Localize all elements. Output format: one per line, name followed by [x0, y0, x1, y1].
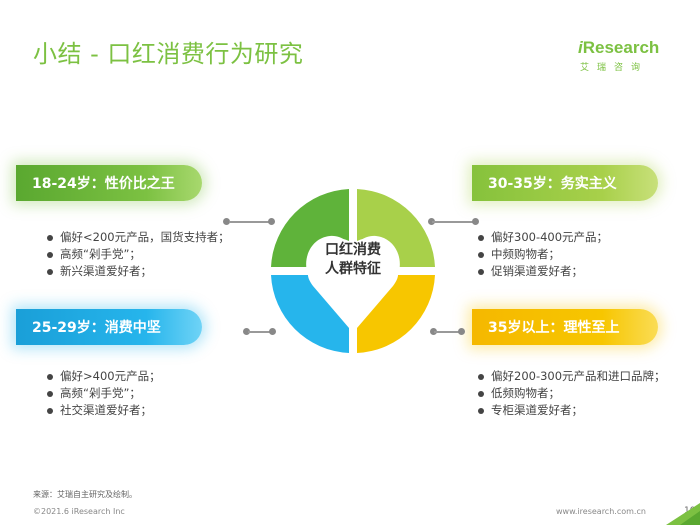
connector-dot	[472, 218, 479, 225]
segment-tag-18-24: 18-24岁：性价比之王	[16, 165, 202, 201]
segment-tag-30-35: 30-35岁：务实主义	[472, 165, 658, 201]
consumer-segment-diagram: 口红消费 人群特征	[268, 186, 438, 356]
diagram-center-label: 口红消费 人群特征	[325, 242, 381, 277]
connector-dot	[269, 328, 276, 335]
list-item: 偏好<200元产品，国货支持者；	[46, 229, 230, 246]
logo-wordmark: iResearch	[578, 38, 660, 57]
segment-tag-35-plus: 35岁以上：理性至上	[472, 309, 658, 345]
connector-dot	[458, 328, 465, 335]
quadrant-top-right	[357, 189, 435, 267]
website-url: www.iresearch.com.cn	[556, 507, 646, 516]
quadrant-bottom-left	[271, 275, 349, 353]
list-item: 促销渠道爱好者；	[477, 263, 608, 280]
segment-list-35-plus: 偏好200-300元产品和进口品牌； 低频购物者； 专柜渠道爱好者；	[477, 368, 666, 419]
connector-dot	[243, 328, 250, 335]
list-item: 高频“剁手党”；	[46, 246, 230, 263]
list-item: 偏好200-300元产品和进口品牌；	[477, 368, 666, 385]
segment-tag-25-29: 25-29岁：消费中坚	[16, 309, 202, 345]
quadrant-top-left	[271, 189, 349, 267]
connector-dot	[268, 218, 275, 225]
connector-line	[434, 331, 462, 333]
corner-decoration	[666, 503, 700, 525]
list-item: 高频“剁手党”；	[46, 385, 161, 402]
segment-list-25-29: 偏好>400元产品； 高频“剁手党”； 社交渠道爱好者；	[46, 368, 161, 419]
copyright: ©2021.6 iResearch Inc	[33, 507, 125, 516]
quadrant-bottom-right	[357, 275, 435, 353]
connector-dot	[223, 218, 230, 225]
iresearch-logo: iResearch 艾瑞咨询	[578, 38, 668, 78]
page-title: 小结 - 口红消费行为研究	[33, 40, 304, 68]
connector-dot	[430, 328, 437, 335]
list-item: 中频购物者；	[477, 246, 608, 263]
list-item: 社交渠道爱好者；	[46, 402, 161, 419]
source-note: 来源：艾瑞自主研究及绘制。	[33, 490, 137, 499]
segment-list-18-24: 偏好<200元产品，国货支持者； 高频“剁手党”； 新兴渠道爱好者；	[46, 229, 230, 280]
list-item: 偏好300-400元产品；	[477, 229, 608, 246]
segment-list-30-35: 偏好300-400元产品； 中频购物者； 促销渠道爱好者；	[477, 229, 608, 280]
list-item: 低频购物者；	[477, 385, 666, 402]
quadrant-svg	[271, 189, 435, 353]
heart-shape	[306, 235, 400, 332]
list-item: 新兴渠道爱好者；	[46, 263, 230, 280]
list-item: 专柜渠道爱好者；	[477, 402, 666, 419]
connector-dot	[428, 218, 435, 225]
logo-subtitle: 艾瑞咨询	[580, 63, 649, 73]
connector-line	[248, 331, 274, 333]
connector-line	[229, 221, 271, 223]
list-item: 偏好>400元产品；	[46, 368, 161, 385]
connector-line	[432, 221, 474, 223]
